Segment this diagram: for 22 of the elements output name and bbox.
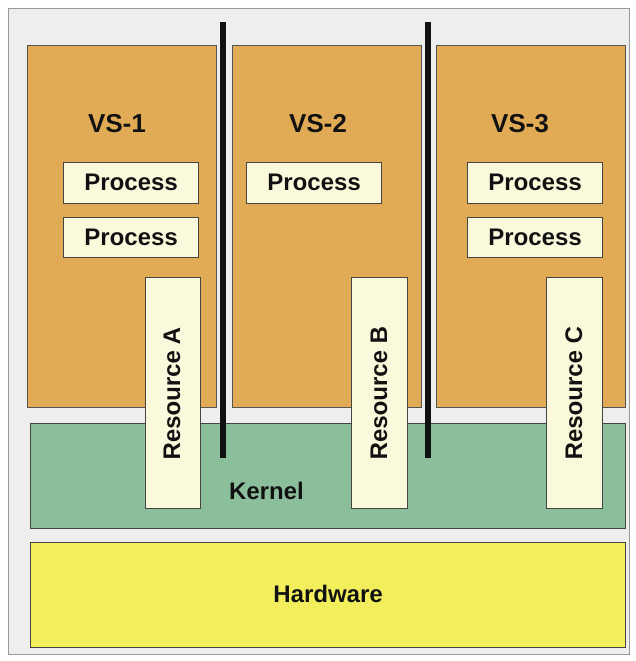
panel-heading: VS-3 bbox=[491, 108, 549, 139]
resource-box bbox=[351, 277, 408, 509]
hardware-layer bbox=[30, 542, 626, 648]
resource-box bbox=[546, 277, 603, 509]
process-box bbox=[63, 217, 199, 258]
panel-heading: VS-1 bbox=[88, 108, 146, 139]
box-label: Resource B bbox=[366, 326, 394, 460]
box-label: Resource A bbox=[159, 326, 187, 460]
process-box bbox=[63, 162, 199, 204]
box-label: Hardware bbox=[273, 581, 383, 609]
box-label: Resource C bbox=[560, 326, 588, 460]
box-label: Process bbox=[84, 169, 178, 197]
resource-box bbox=[145, 277, 201, 509]
box-label: Process bbox=[267, 169, 361, 197]
box-label: Kernel bbox=[229, 478, 304, 506]
box-label: Process bbox=[488, 224, 582, 252]
panel-heading: VS-2 bbox=[289, 108, 347, 139]
box-label: Process bbox=[488, 169, 582, 197]
process-box bbox=[467, 162, 603, 204]
process-box bbox=[246, 162, 382, 204]
process-box bbox=[467, 217, 603, 258]
box-label: Process bbox=[84, 224, 178, 252]
